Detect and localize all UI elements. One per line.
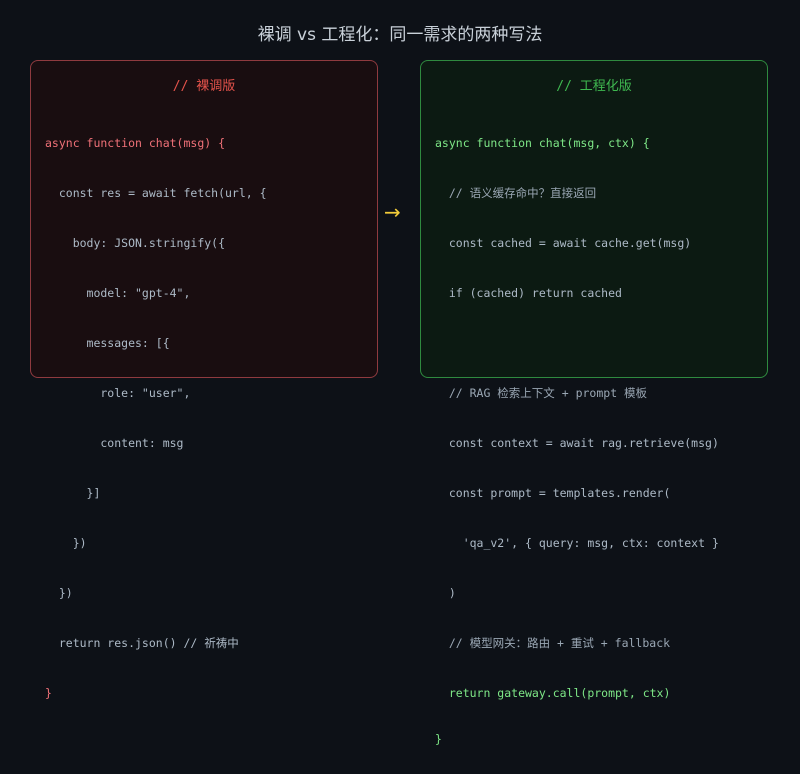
code-comment-line: // RAG 检索上下文 + prompt 模板	[435, 386, 648, 400]
code-line: content: msg	[45, 436, 184, 450]
engineered-panel-title: // 工程化版	[556, 79, 632, 94]
code-line: role: "user",	[45, 386, 191, 400]
code-line: }	[435, 732, 442, 746]
code-line: }	[45, 686, 52, 700]
code-line: async function chat(msg, ctx) {	[435, 136, 650, 150]
code-line: model: "gpt-4",	[45, 286, 191, 300]
code-line: const prompt = templates.render(	[435, 486, 671, 500]
raw-code-block: async function chat(msg) { const res = a…	[45, 104, 267, 732]
code-comment-line: // 模型网关：路由 + 重试 + fallback	[435, 636, 671, 650]
page-title: 裸调 vs 工程化：同一需求的两种写法	[257, 25, 543, 45]
engineered-code-panel: // 工程化版 async function chat(msg, ctx) { …	[420, 60, 768, 746]
arrow-right-icon: →	[384, 200, 401, 224]
code-line: async function chat(msg) {	[45, 136, 226, 150]
engineered-code-block: async function chat(msg, ctx) { // 语义缓存命…	[435, 104, 719, 774]
code-line: 'qa_v2', { query: msg, ctx: context }	[435, 536, 719, 550]
code-line: return res.json() // 祈祷中	[45, 636, 239, 650]
raw-panel-title: // 裸调版	[172, 79, 236, 94]
code-comment-line: // 语义缓存命中？直接返回	[435, 186, 597, 200]
code-line: const context = await rag.retrieve(msg)	[435, 436, 719, 450]
code-line: const cached = await cache.get(msg)	[435, 236, 692, 250]
code-line: return gateway.call(prompt, ctx)	[435, 686, 671, 700]
code-line: body: JSON.stringify({	[45, 236, 226, 250]
code-line: })	[45, 586, 73, 600]
code-line: messages: [{	[45, 336, 170, 350]
code-line: })	[45, 536, 87, 550]
raw-code-panel: // 裸调版 async function chat(msg) { const …	[30, 60, 378, 700]
code-line: if (cached) return cached	[435, 286, 622, 300]
code-line: }]	[45, 486, 101, 500]
code-blank-line	[435, 332, 719, 354]
code-line: const res = await fetch(url, {	[45, 186, 267, 200]
code-line: )	[435, 586, 456, 600]
